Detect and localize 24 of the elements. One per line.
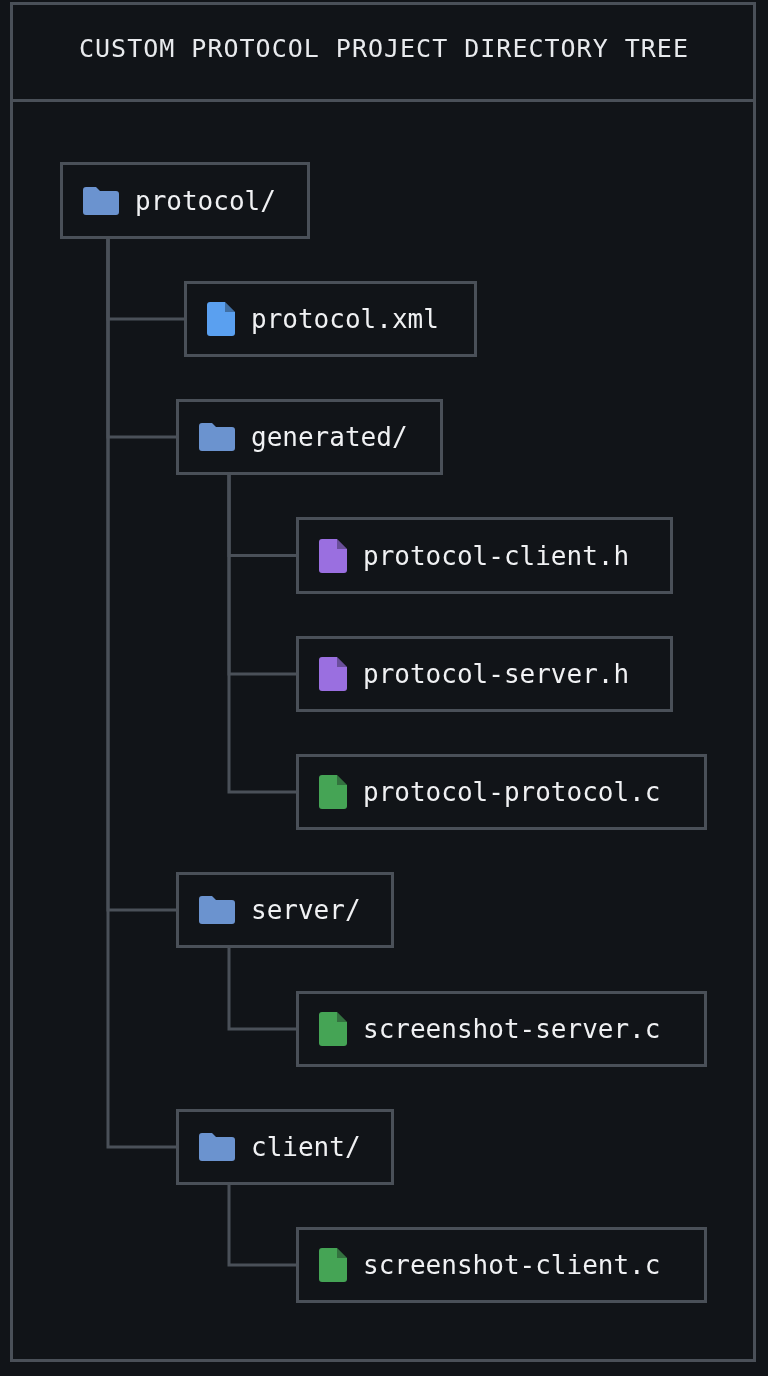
file-name: protocol.xml xyxy=(251,304,439,334)
connector-line xyxy=(227,475,296,794)
connector-line xyxy=(227,948,296,1031)
file-box xyxy=(296,517,673,594)
folder-name: client/ xyxy=(251,1132,361,1162)
connector-line xyxy=(227,1185,296,1267)
file-box xyxy=(296,991,707,1067)
folder-box xyxy=(60,162,310,239)
diagram-title: CUSTOM PROTOCOL PROJECT DIRECTORY TREE xyxy=(78,34,690,63)
file-name: screenshot-server.c xyxy=(363,1014,661,1044)
file-name: screenshot-client.c xyxy=(363,1250,661,1280)
folder-name: generated/ xyxy=(251,422,408,452)
folder-name: server/ xyxy=(251,895,361,925)
file-box xyxy=(184,281,477,357)
file-box xyxy=(296,754,707,830)
file-box xyxy=(296,636,673,712)
folder-box xyxy=(176,1109,394,1185)
folder-box xyxy=(176,872,394,948)
folder-name: protocol/ xyxy=(135,185,276,216)
file-name: protocol-protocol.c xyxy=(363,777,661,807)
file-name: protocol-server.h xyxy=(363,659,630,689)
file-box xyxy=(296,1227,707,1303)
file-name: protocol-client.h xyxy=(363,540,630,571)
folder-box xyxy=(176,399,443,475)
